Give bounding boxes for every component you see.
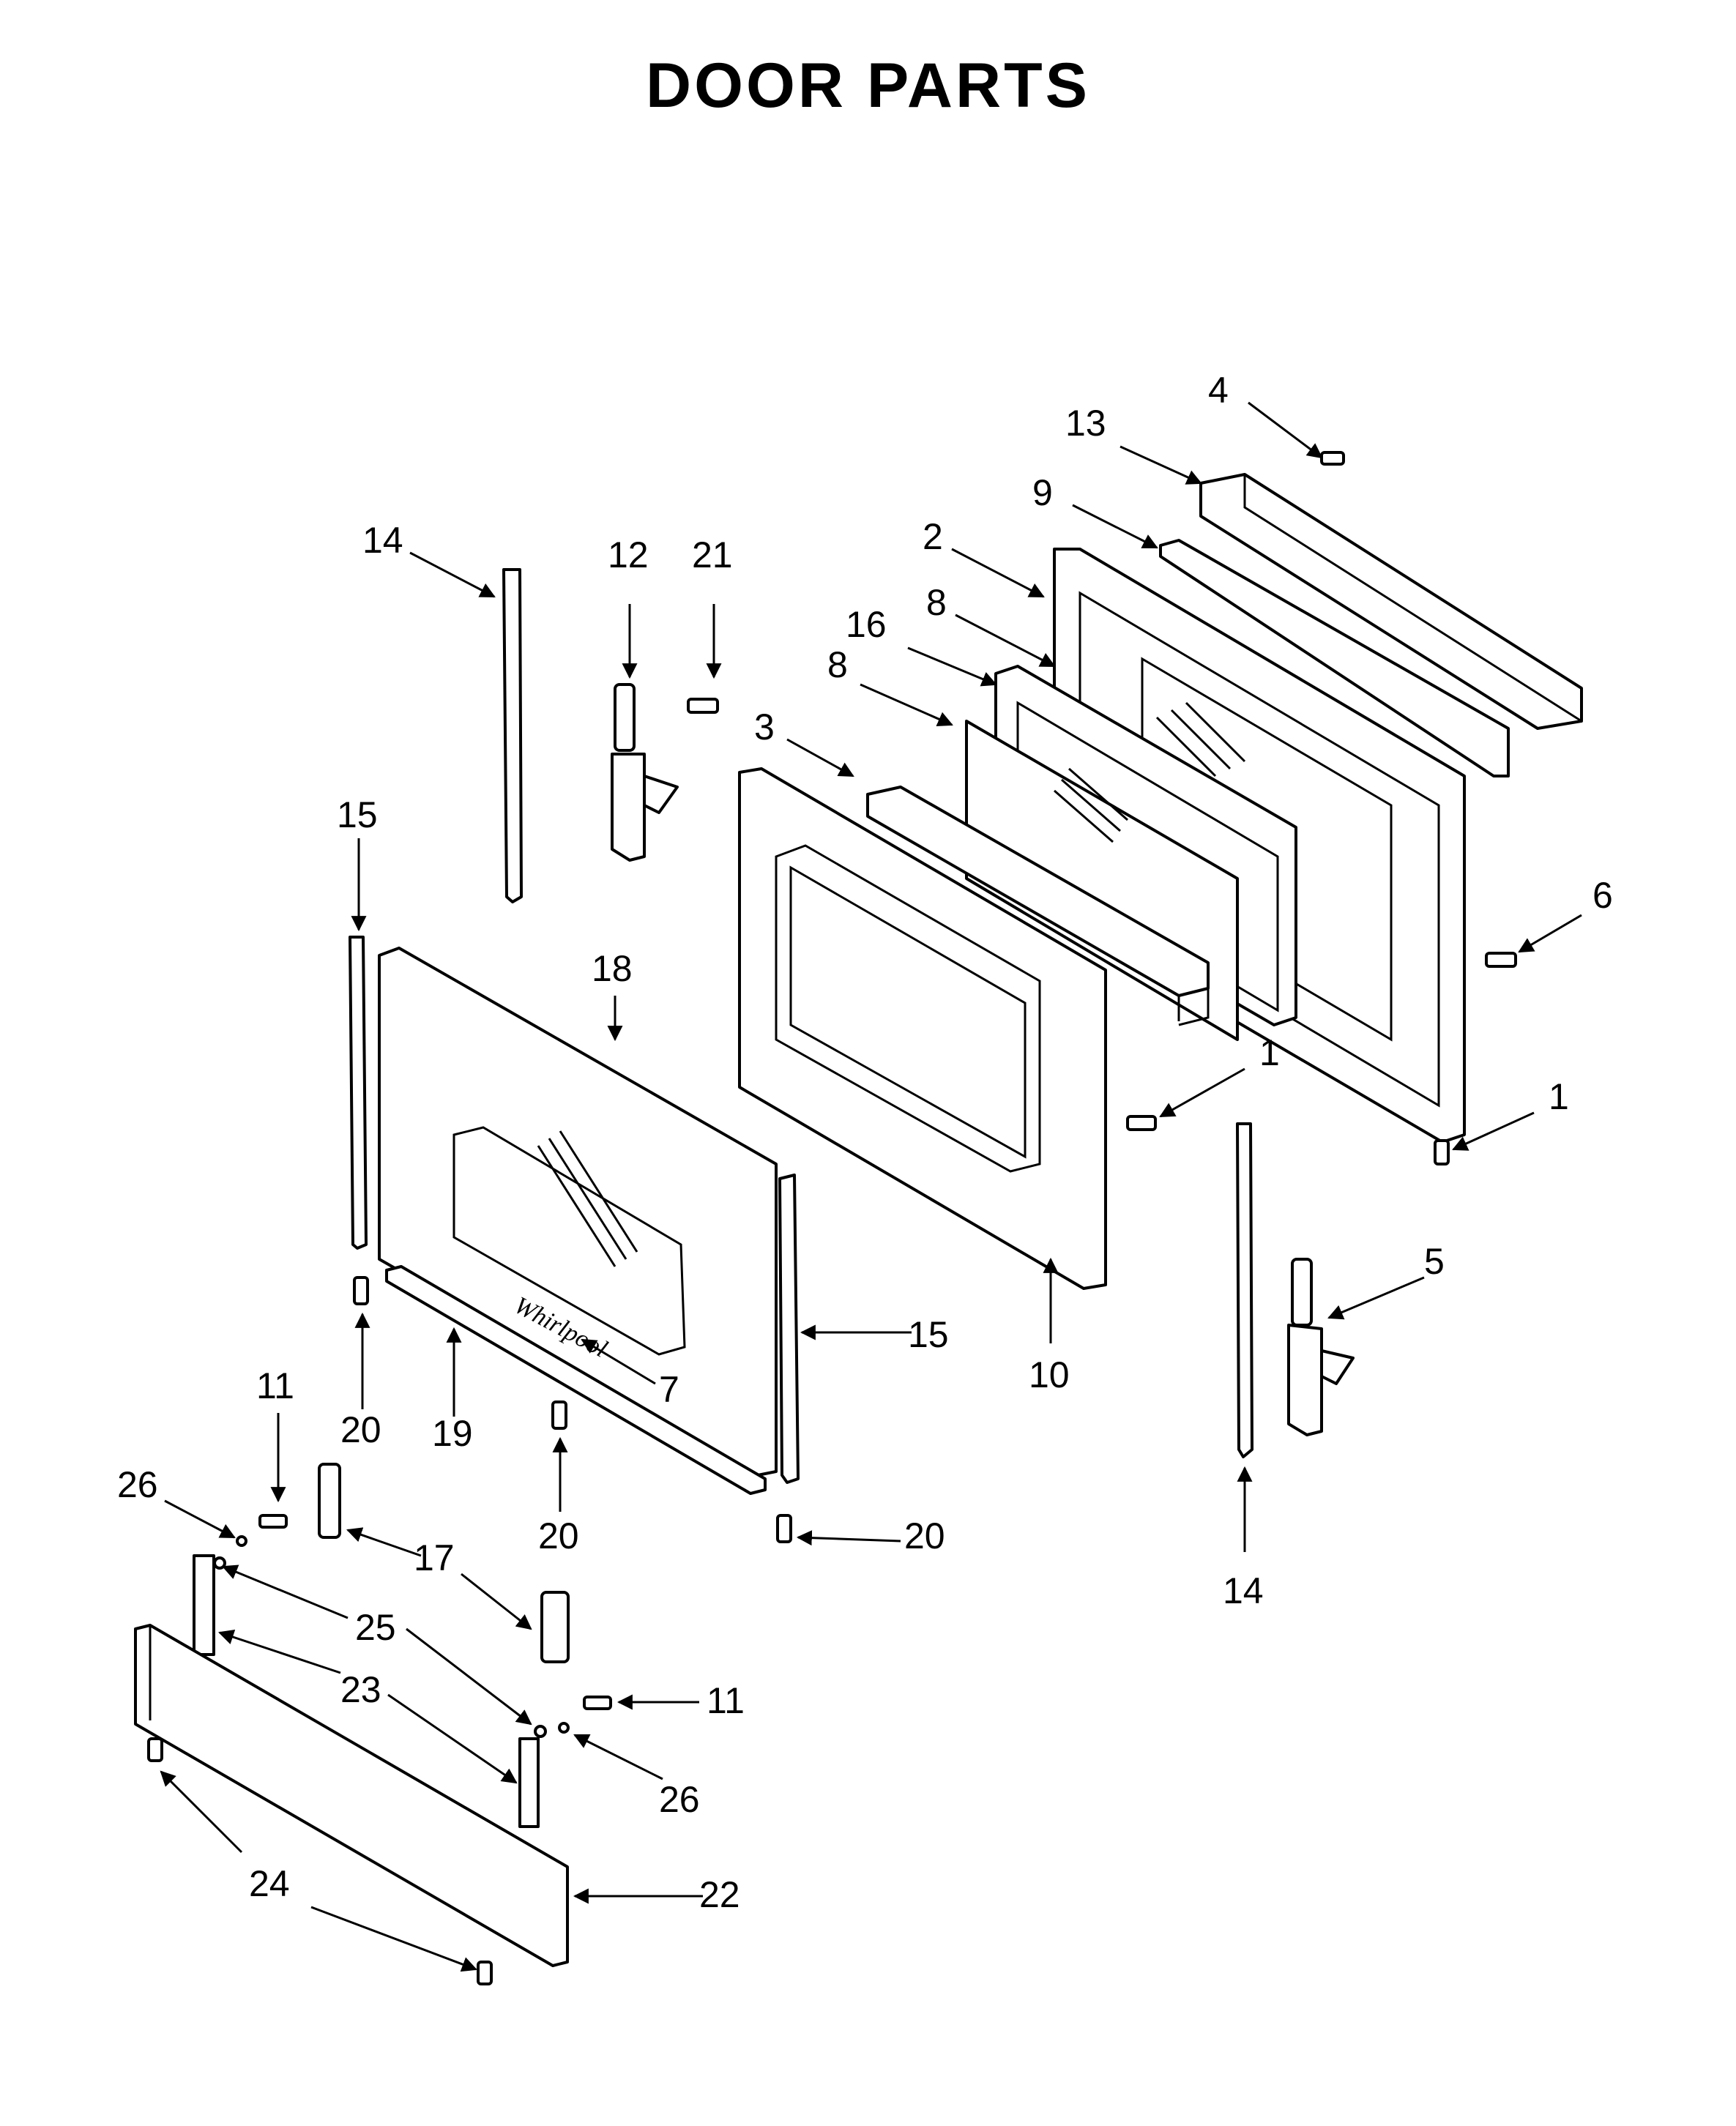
callout-12: 12 xyxy=(608,534,649,575)
callout-25: 25 xyxy=(355,1607,396,1648)
screw-4 xyxy=(1320,451,1345,466)
callout-13: 13 xyxy=(1065,403,1106,444)
screw-24-left xyxy=(147,1737,163,1762)
washer-26-right xyxy=(558,1722,570,1734)
callout-5: 5 xyxy=(1424,1241,1445,1282)
bracket-17-right xyxy=(540,1591,570,1663)
callout-10: 10 xyxy=(1029,1354,1070,1395)
callout-18: 18 xyxy=(592,948,633,989)
bottom-trim xyxy=(385,1265,767,1495)
drawer-front-panel xyxy=(134,1624,569,1967)
callout-24: 24 xyxy=(249,1863,290,1904)
callout-22: 22 xyxy=(699,1874,740,1915)
drawer-bracket-right xyxy=(518,1737,540,1828)
callout-15-bot: 15 xyxy=(908,1314,949,1355)
hinge-right xyxy=(1287,1258,1355,1436)
washer-25-right xyxy=(534,1725,547,1738)
callout-17: 17 xyxy=(414,1537,455,1578)
hinge-channel-left xyxy=(502,568,523,903)
screw-20-b xyxy=(551,1400,567,1430)
callout-26-a: 26 xyxy=(117,1464,158,1505)
screw-11-left xyxy=(258,1514,288,1529)
vent-baffle xyxy=(1159,539,1510,777)
washer-26-left xyxy=(236,1535,247,1547)
callout-19: 19 xyxy=(432,1413,473,1454)
callout-20-b: 20 xyxy=(538,1515,579,1556)
hinge-channel-right xyxy=(1236,1122,1253,1458)
callout-3: 3 xyxy=(754,706,775,747)
callout-8-top: 8 xyxy=(926,582,947,623)
screw-1-left xyxy=(1126,1115,1157,1131)
screw-1-right xyxy=(1434,1139,1450,1165)
side-trim-left xyxy=(349,936,368,1250)
door-frame xyxy=(738,767,1107,1290)
callout-15-top: 15 xyxy=(337,794,378,835)
callout-9: 9 xyxy=(1032,472,1053,513)
outer-door-glass: Whirlpool xyxy=(378,947,778,1477)
screw-21 xyxy=(687,698,719,714)
screw-11-right xyxy=(583,1696,612,1710)
callout-23: 23 xyxy=(340,1669,381,1710)
callout-16: 16 xyxy=(846,604,887,645)
callout-14-top: 14 xyxy=(362,520,403,561)
callout-11-a: 11 xyxy=(256,1365,294,1406)
washer-25-left xyxy=(213,1556,226,1570)
callout-26-b: 26 xyxy=(659,1779,700,1820)
callout-14-bot: 14 xyxy=(1223,1570,1264,1611)
callout-1-b: 1 xyxy=(1549,1076,1569,1117)
drawer-bracket-left xyxy=(193,1554,215,1656)
side-trim-right xyxy=(778,1174,800,1484)
callout-1-a: 1 xyxy=(1259,1032,1280,1073)
callout-20-c: 20 xyxy=(904,1515,945,1556)
callout-11-b: 11 xyxy=(707,1680,745,1721)
callout-6: 6 xyxy=(1592,875,1613,916)
top-vent-trim xyxy=(1199,473,1583,730)
leader-lines xyxy=(160,401,1582,1972)
screw-20-c xyxy=(776,1514,792,1543)
callout-4: 4 xyxy=(1208,370,1229,411)
callout-2: 2 xyxy=(923,516,943,557)
door-insulation xyxy=(866,786,1210,1026)
callout-labels: 4 13 9 2 8 16 8 3 6 1 1 10 5 14 14 12 21… xyxy=(117,370,1613,1915)
screw-20-a xyxy=(353,1276,369,1305)
page-title: DOOR PARTS xyxy=(646,51,1090,121)
callout-21: 21 xyxy=(692,534,733,575)
hinge-left xyxy=(611,683,679,862)
callout-8-low: 8 xyxy=(827,644,848,685)
bracket-17-left xyxy=(318,1463,341,1539)
callout-20-a: 20 xyxy=(340,1409,381,1450)
screw-6 xyxy=(1485,952,1517,968)
screw-24-right xyxy=(477,1961,493,1985)
callout-7: 7 xyxy=(659,1369,679,1410)
